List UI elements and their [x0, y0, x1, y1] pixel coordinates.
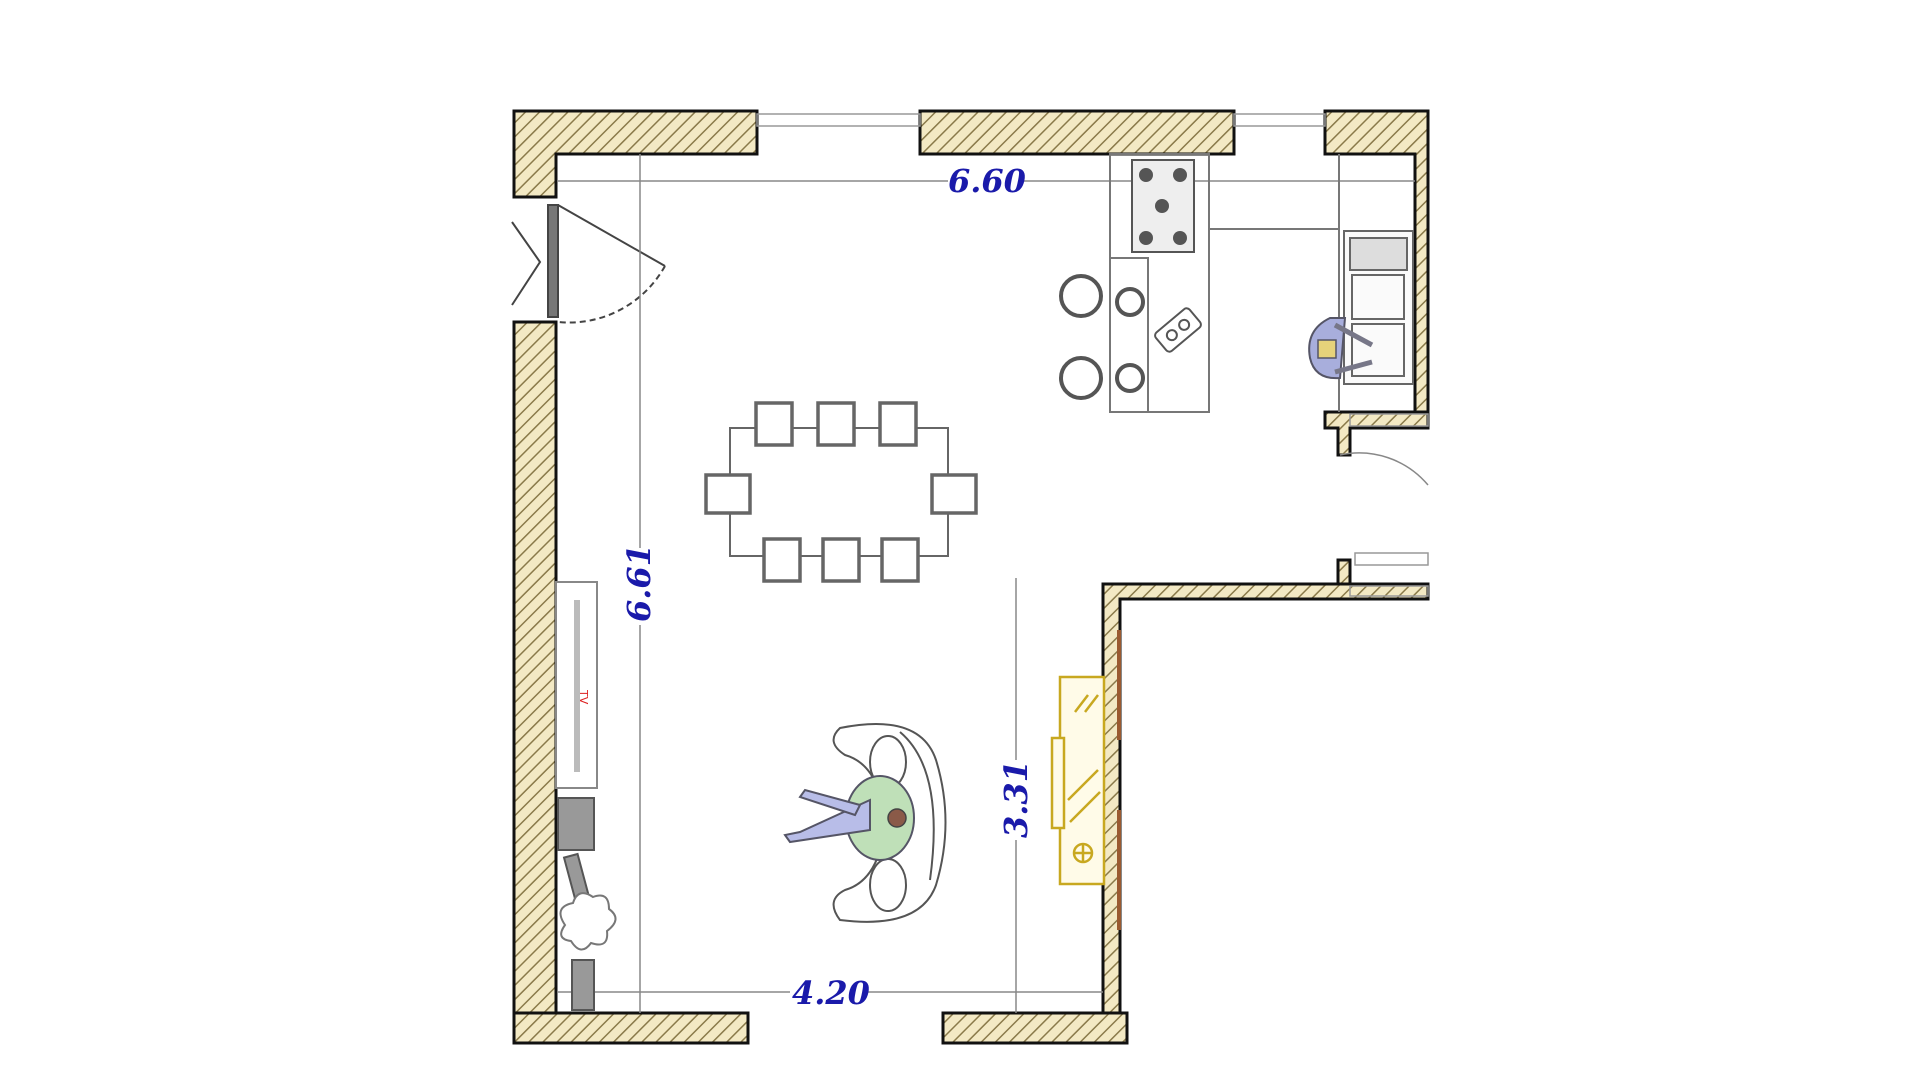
tv-unit — [555, 581, 598, 789]
kitchen-sink — [1343, 230, 1414, 385]
wall-partition-post — [1336, 558, 1352, 586]
wall-bottom-left — [512, 1011, 750, 1045]
wall-panels — [1117, 630, 1121, 930]
bar-stools — [1059, 274, 1145, 400]
side-door-arc[interactable] — [1339, 452, 1429, 486]
dining-table — [729, 427, 949, 557]
window-right-1 — [1349, 413, 1429, 427]
window-right-2 — [1354, 552, 1429, 566]
entry-door[interactable] — [511, 204, 666, 324]
fireplace — [1050, 675, 1106, 886]
wall-bottom-right — [941, 1011, 1129, 1045]
dimension-bottom-width: 4.20 — [792, 974, 870, 1012]
wall-partition — [1101, 582, 1430, 1045]
cooktop — [1131, 159, 1195, 253]
window-right-3 — [1349, 585, 1429, 597]
dimension-top-width: 6.60 — [948, 162, 1026, 200]
dining-chairs — [704, 401, 978, 583]
seated-person — [783, 775, 915, 861]
window-top-1 — [756, 113, 921, 127]
windows — [756, 113, 1429, 597]
dimension-left-height: 6.61 — [620, 544, 658, 622]
dimension-lines — [558, 154, 1415, 1013]
wall-right-stub — [1323, 410, 1430, 457]
person-at-sink — [1308, 317, 1374, 380]
wall-left — [512, 320, 558, 1045]
tv-label: TV — [577, 689, 590, 705]
wall-top-middle — [918, 109, 1236, 156]
wall-top-left — [512, 109, 759, 199]
fruit-bowl — [1154, 307, 1202, 353]
plant — [559, 892, 617, 951]
window-top-2 — [1233, 113, 1326, 127]
bookshelf — [557, 797, 595, 1011]
dimension-right-height: 3.31 — [997, 760, 1035, 838]
